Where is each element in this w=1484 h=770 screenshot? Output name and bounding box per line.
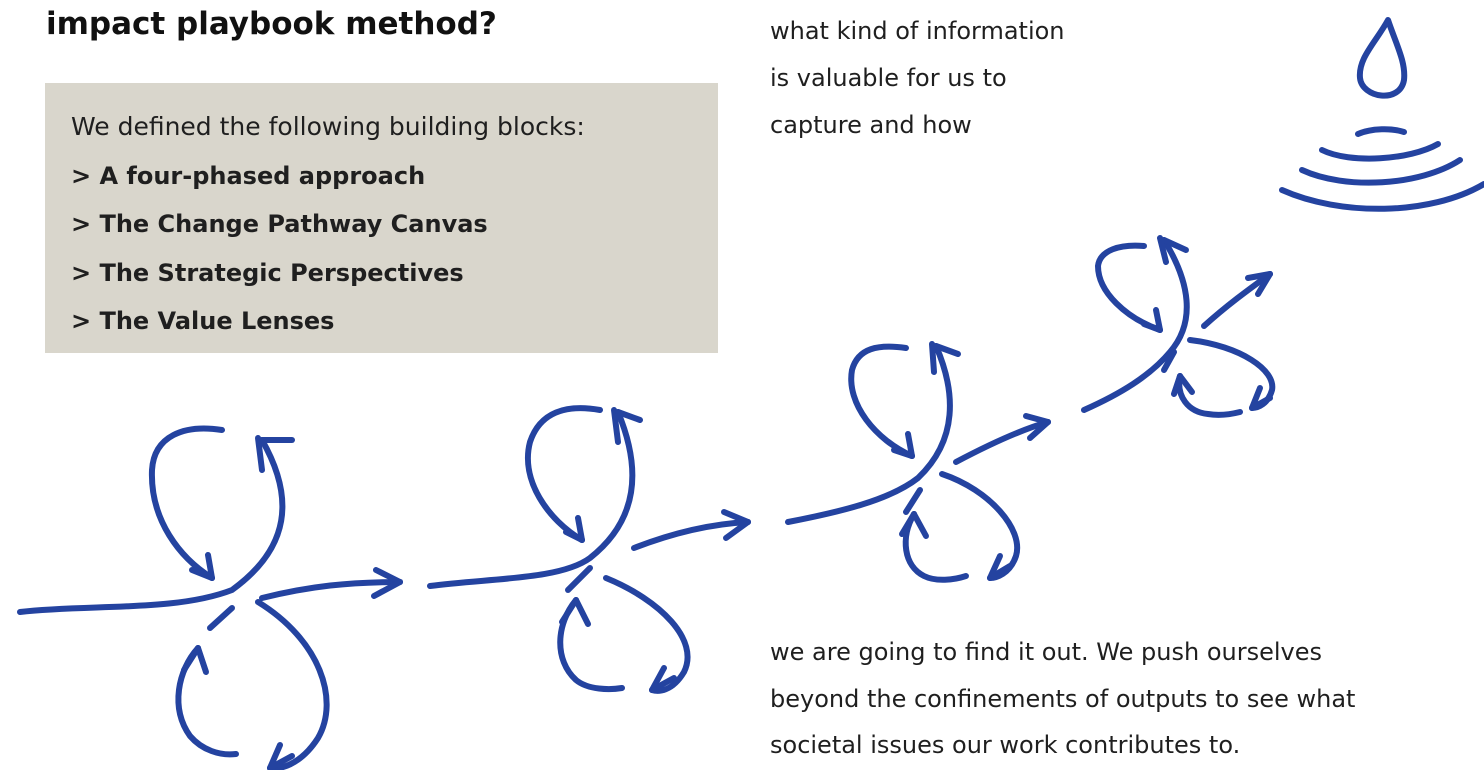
list-item: > The Strategic Perspectives [71,258,464,287]
building-blocks-intro: We defined the following building blocks… [71,112,585,141]
loop-arrow-icon [785,341,1051,583]
side-paragraph-line: capture and how [770,111,972,139]
loop-arrow-icon [427,405,751,694]
page-heading: impact playbook method? [46,6,497,42]
side-paragraph-line: is valuable for us to [770,64,1007,92]
bottom-paragraph-line: societal issues our work contributes to. [770,731,1241,759]
loop-arrow-icon [17,425,403,770]
list-item: > The Change Pathway Canvas [71,210,488,238]
building-blocks-box: We defined the following building blocks… [45,83,718,353]
side-paragraph: what kind of information is valuable for… [770,8,1065,149]
loop-arrow-icon [1081,235,1276,418]
bottom-paragraph-line: we are going to find it out. We push our… [770,638,1322,666]
list-item: > The Value Lenses [71,307,335,335]
list-item: > A four-phased approach [71,161,426,190]
building-blocks-list: > A four-phased approach > The Change Pa… [71,152,718,346]
ripple-icon [1279,126,1484,212]
bottom-paragraph: we are going to find it out. We push our… [770,629,1355,769]
bottom-paragraph-line: beyond the confinements of outputs to se… [770,684,1356,713]
side-paragraph-line: what kind of information [770,17,1065,45]
water-drop-icon [1356,17,1408,99]
